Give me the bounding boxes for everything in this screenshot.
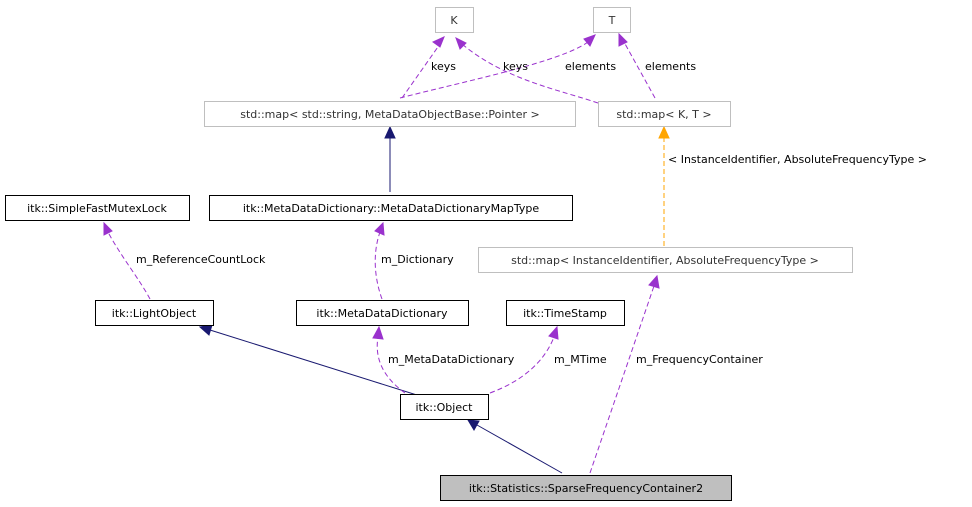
node-map-instance: std::map< InstanceIdentifier, AbsoluteFr… [478, 247, 853, 273]
edge-label-meta-data-dictionary: m_MetaDataDictionary [388, 353, 515, 366]
node-mutex-lock-label: itk::SimpleFastMutexLock [27, 202, 167, 215]
node-map-kt: std::map< K, T > [598, 101, 731, 127]
edge-label-keys-right: keys [503, 60, 528, 73]
edge-keys-map-string [401, 36, 445, 99]
edge-elements-map-string [399, 34, 596, 99]
edge-meta-data-dictionary [372, 325, 406, 394]
node-timestamp[interactable]: itk::TimeStamp [506, 300, 625, 326]
edge-label-frequency-container: m_FrequencyContainer [636, 353, 763, 366]
node-light-object[interactable]: itk::LightObject [95, 300, 214, 326]
edge-object-to-sparse-container [467, 419, 563, 474]
node-meta-dict[interactable]: itk::MetaDataDictionary [296, 300, 469, 326]
node-dict-map-type[interactable]: itk::MetaDataDictionary::MetaDataDiction… [209, 195, 573, 221]
node-dict-map-type-label: itk::MetaDataDictionary::MetaDataDiction… [243, 202, 539, 215]
edge-template-instance [658, 125, 670, 246]
node-timestamp-label: itk::TimeStamp [523, 307, 607, 320]
edge-frequency-container [589, 274, 660, 474]
node-sparse-container: itk::Statistics::SparseFrequencyContaine… [440, 475, 732, 501]
node-object-label: itk::Object [416, 401, 474, 414]
node-sparse-container-label: itk::Statistics::SparseFrequencyContaine… [469, 482, 703, 495]
node-meta-dict-label: itk::MetaDataDictionary [316, 307, 448, 320]
edge-label-elements-left: elements [565, 60, 616, 73]
edge-dictionary [374, 221, 385, 300]
edge-label-mtime: m_MTime [554, 353, 607, 366]
edge-mtime [489, 325, 559, 394]
node-k: K [435, 7, 474, 33]
edge-label-reference-count-lock: m_ReferenceCountLock [136, 253, 266, 266]
edge-label-elements-right: elements [645, 60, 696, 73]
edge-label-dictionary: m_Dictionary [381, 253, 454, 266]
edge-label-template-args: < InstanceIdentifier, AbsoluteFrequencyT… [668, 153, 927, 166]
edge-keys-map-kt [455, 36, 599, 104]
node-map-instance-label: std::map< InstanceIdentifier, AbsoluteFr… [511, 254, 819, 267]
node-mutex-lock[interactable]: itk::SimpleFastMutexLock [5, 195, 190, 221]
edge-reference-count-lock [103, 221, 151, 300]
node-map-string-label: std::map< std::string, MetaDataObjectBas… [240, 108, 540, 121]
node-object[interactable]: itk::Object [400, 394, 489, 420]
node-t-label: T [608, 14, 616, 27]
node-map-kt-label: std::map< K, T > [616, 108, 711, 121]
edge-map-string-to-dict-map-type [384, 125, 396, 192]
node-t: T [593, 7, 631, 33]
edge-light-object-to-object [198, 324, 421, 397]
edge-elements-map-kt [618, 32, 656, 99]
node-map-string: std::map< std::string, MetaDataObjectBas… [204, 101, 576, 127]
edge-label-keys-left: keys [431, 60, 456, 73]
node-light-object-label: itk::LightObject [112, 307, 197, 320]
node-k-label: K [450, 14, 458, 27]
